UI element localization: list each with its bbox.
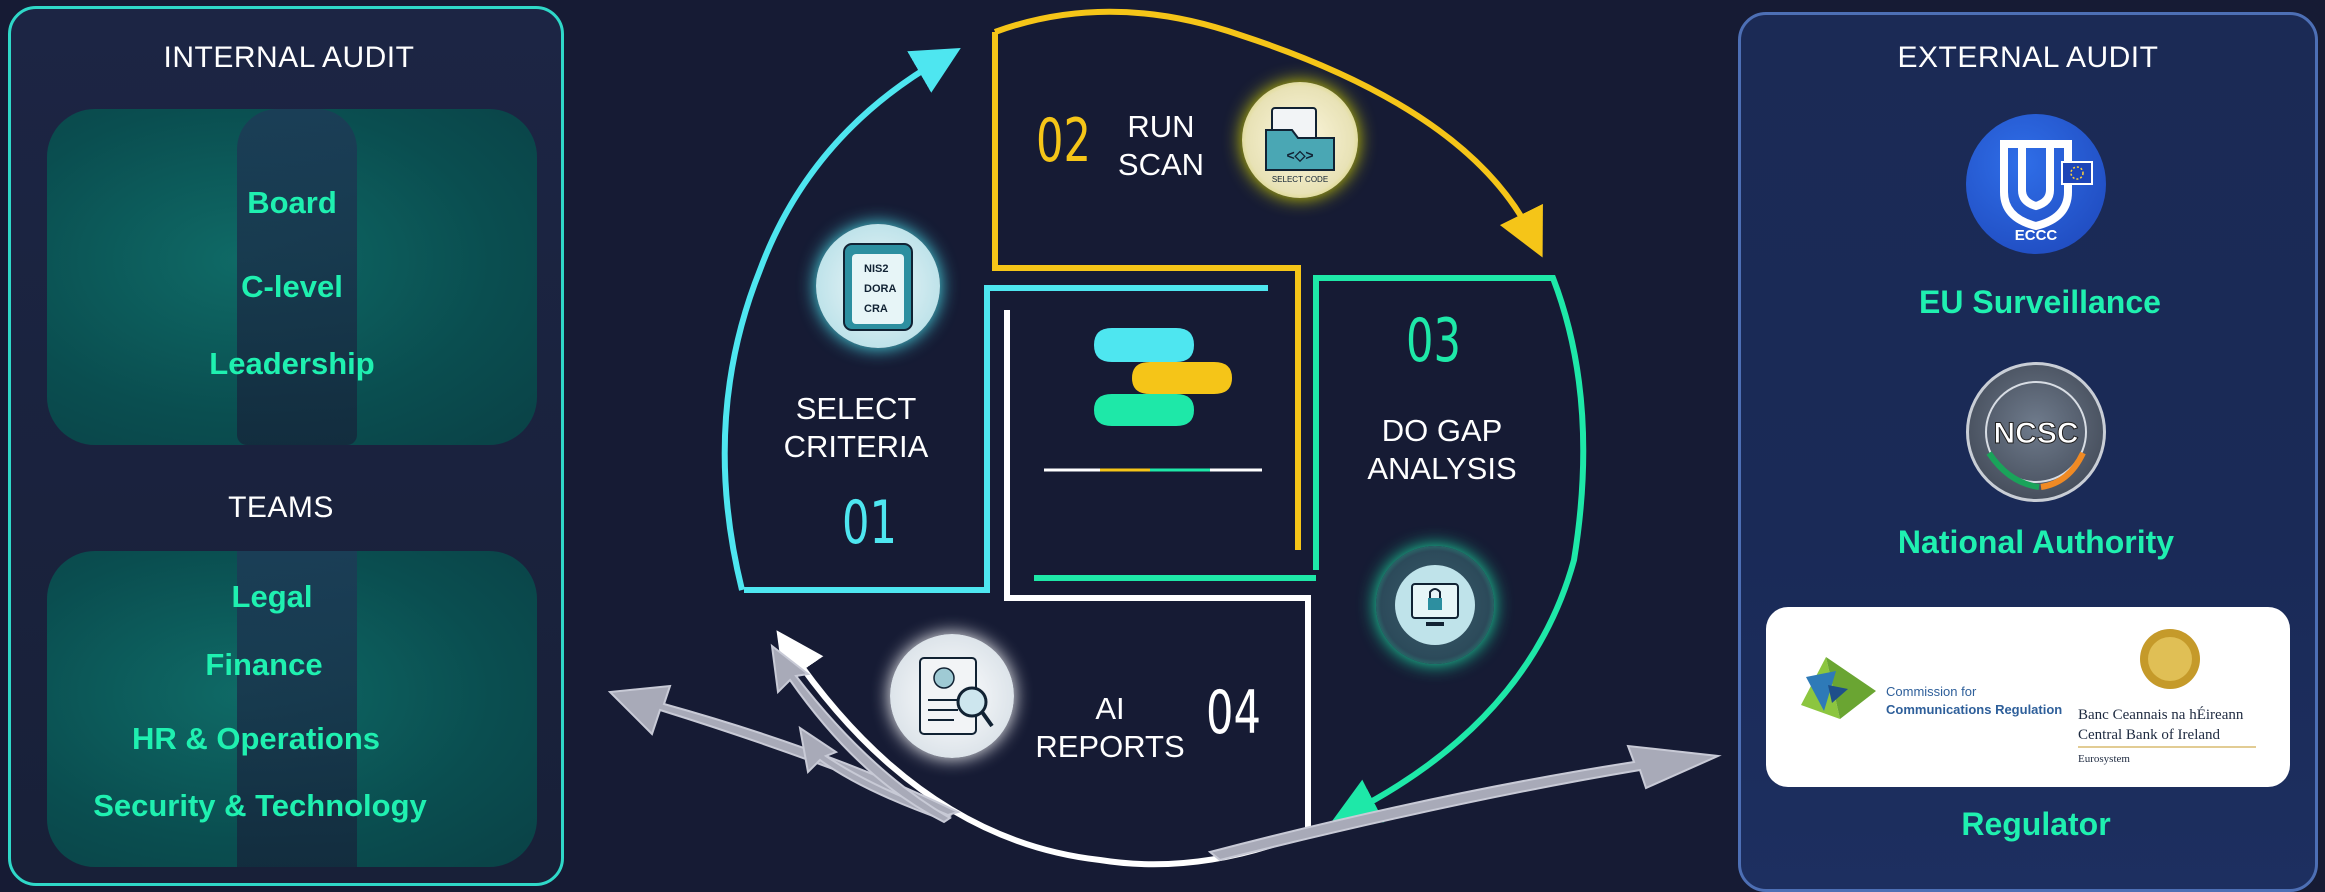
- step-02-label-line1: RUN: [1127, 109, 1195, 144]
- national-authority-label: National Authority: [1897, 524, 2175, 560]
- leadership-box: Board C-level Leadership: [47, 109, 537, 445]
- leadership-item-board: Board: [247, 185, 337, 220]
- step-01-number: 01: [842, 488, 897, 558]
- step-01-outline: [721, 48, 961, 591]
- secure-computer-icon: [1376, 546, 1494, 664]
- arm-image: [237, 551, 357, 867]
- comreg-line1: Commission for: [1886, 684, 1977, 699]
- step-02-outline: [993, 8, 1543, 258]
- feedback-arrows: [607, 643, 1722, 862]
- team-item-finance: Finance: [205, 647, 323, 682]
- internal-audit-title: INTERNAL AUDIT: [163, 41, 415, 74]
- step-01-label-line1: SELECT: [795, 391, 917, 426]
- ai-report-icon: [890, 634, 1014, 758]
- internal-audit-panel: INTERNAL AUDIT Board C-level Leadership …: [8, 6, 564, 886]
- team-item-security-technology: Security & Technology: [93, 788, 427, 823]
- checklist-line-dora: DORA: [864, 283, 896, 295]
- brand-logo-icon: [1044, 328, 1262, 472]
- step-01-label-line2: CRITERIA: [783, 429, 929, 464]
- code-folder-icon: <◇> SELECT CODE: [1242, 82, 1358, 198]
- team-item-legal: Legal: [231, 579, 313, 614]
- teams-title: TEAMS: [228, 491, 334, 524]
- external-audit-title: EXTERNAL AUDIT: [1897, 41, 2159, 74]
- eccc-shield-icon: ECCC: [1966, 114, 2106, 254]
- comreg-logo-icon: [1801, 657, 1876, 719]
- cbi-line3: Eurosystem: [2078, 753, 2130, 765]
- eu-surveillance-label: EU Surveillance: [1919, 284, 2161, 320]
- step-03-label-line2: ANALYSIS: [1367, 451, 1517, 486]
- compliance-checklist-icon: NIS2 DORA CRA: [816, 224, 940, 348]
- regulator-logos-card: Commission for Communications Regulation…: [1766, 607, 2290, 787]
- step-04-label-line2: REPORTS: [1035, 729, 1185, 764]
- step-03-number: 03: [1406, 306, 1461, 376]
- ncsc-seal-icon: NCSC: [1966, 362, 2106, 502]
- cbi-line1: Banc Ceannais na hÉireann: [2078, 706, 2244, 723]
- eccc-text: ECCC: [2015, 227, 2058, 244]
- leadership-item-leadership: Leadership: [209, 346, 375, 381]
- ncsc-text: NCSC: [1993, 417, 2078, 450]
- step-03-label-line1: DO GAP: [1381, 413, 1503, 448]
- checklist-line-nis2: NIS2: [864, 263, 888, 275]
- cbi-line2: Central Bank of Ireland: [2078, 727, 2221, 743]
- regulator-label: Regulator: [1961, 806, 2111, 842]
- hand-image: [237, 109, 357, 445]
- comreg-line2: Communications Regulation: [1886, 702, 2062, 717]
- step-02-number: 02: [1036, 106, 1091, 176]
- leadership-item-c-level: C-level: [241, 269, 343, 304]
- step-03-outline: [1313, 275, 1587, 824]
- checklist-line-cra: CRA: [864, 303, 888, 315]
- team-item-hr-operations: HR & Operations: [131, 721, 381, 756]
- select-code-caption: SELECT CODE: [1272, 175, 1328, 184]
- step-02-label-line2: SCAN: [1117, 147, 1205, 182]
- teams-box: Legal Finance HR & Operations Security &…: [47, 551, 537, 867]
- step-04-label-line1: AI: [1095, 691, 1125, 726]
- step-04-number: 04: [1206, 678, 1261, 748]
- svg-text:<◇>: <◇>: [1286, 147, 1313, 163]
